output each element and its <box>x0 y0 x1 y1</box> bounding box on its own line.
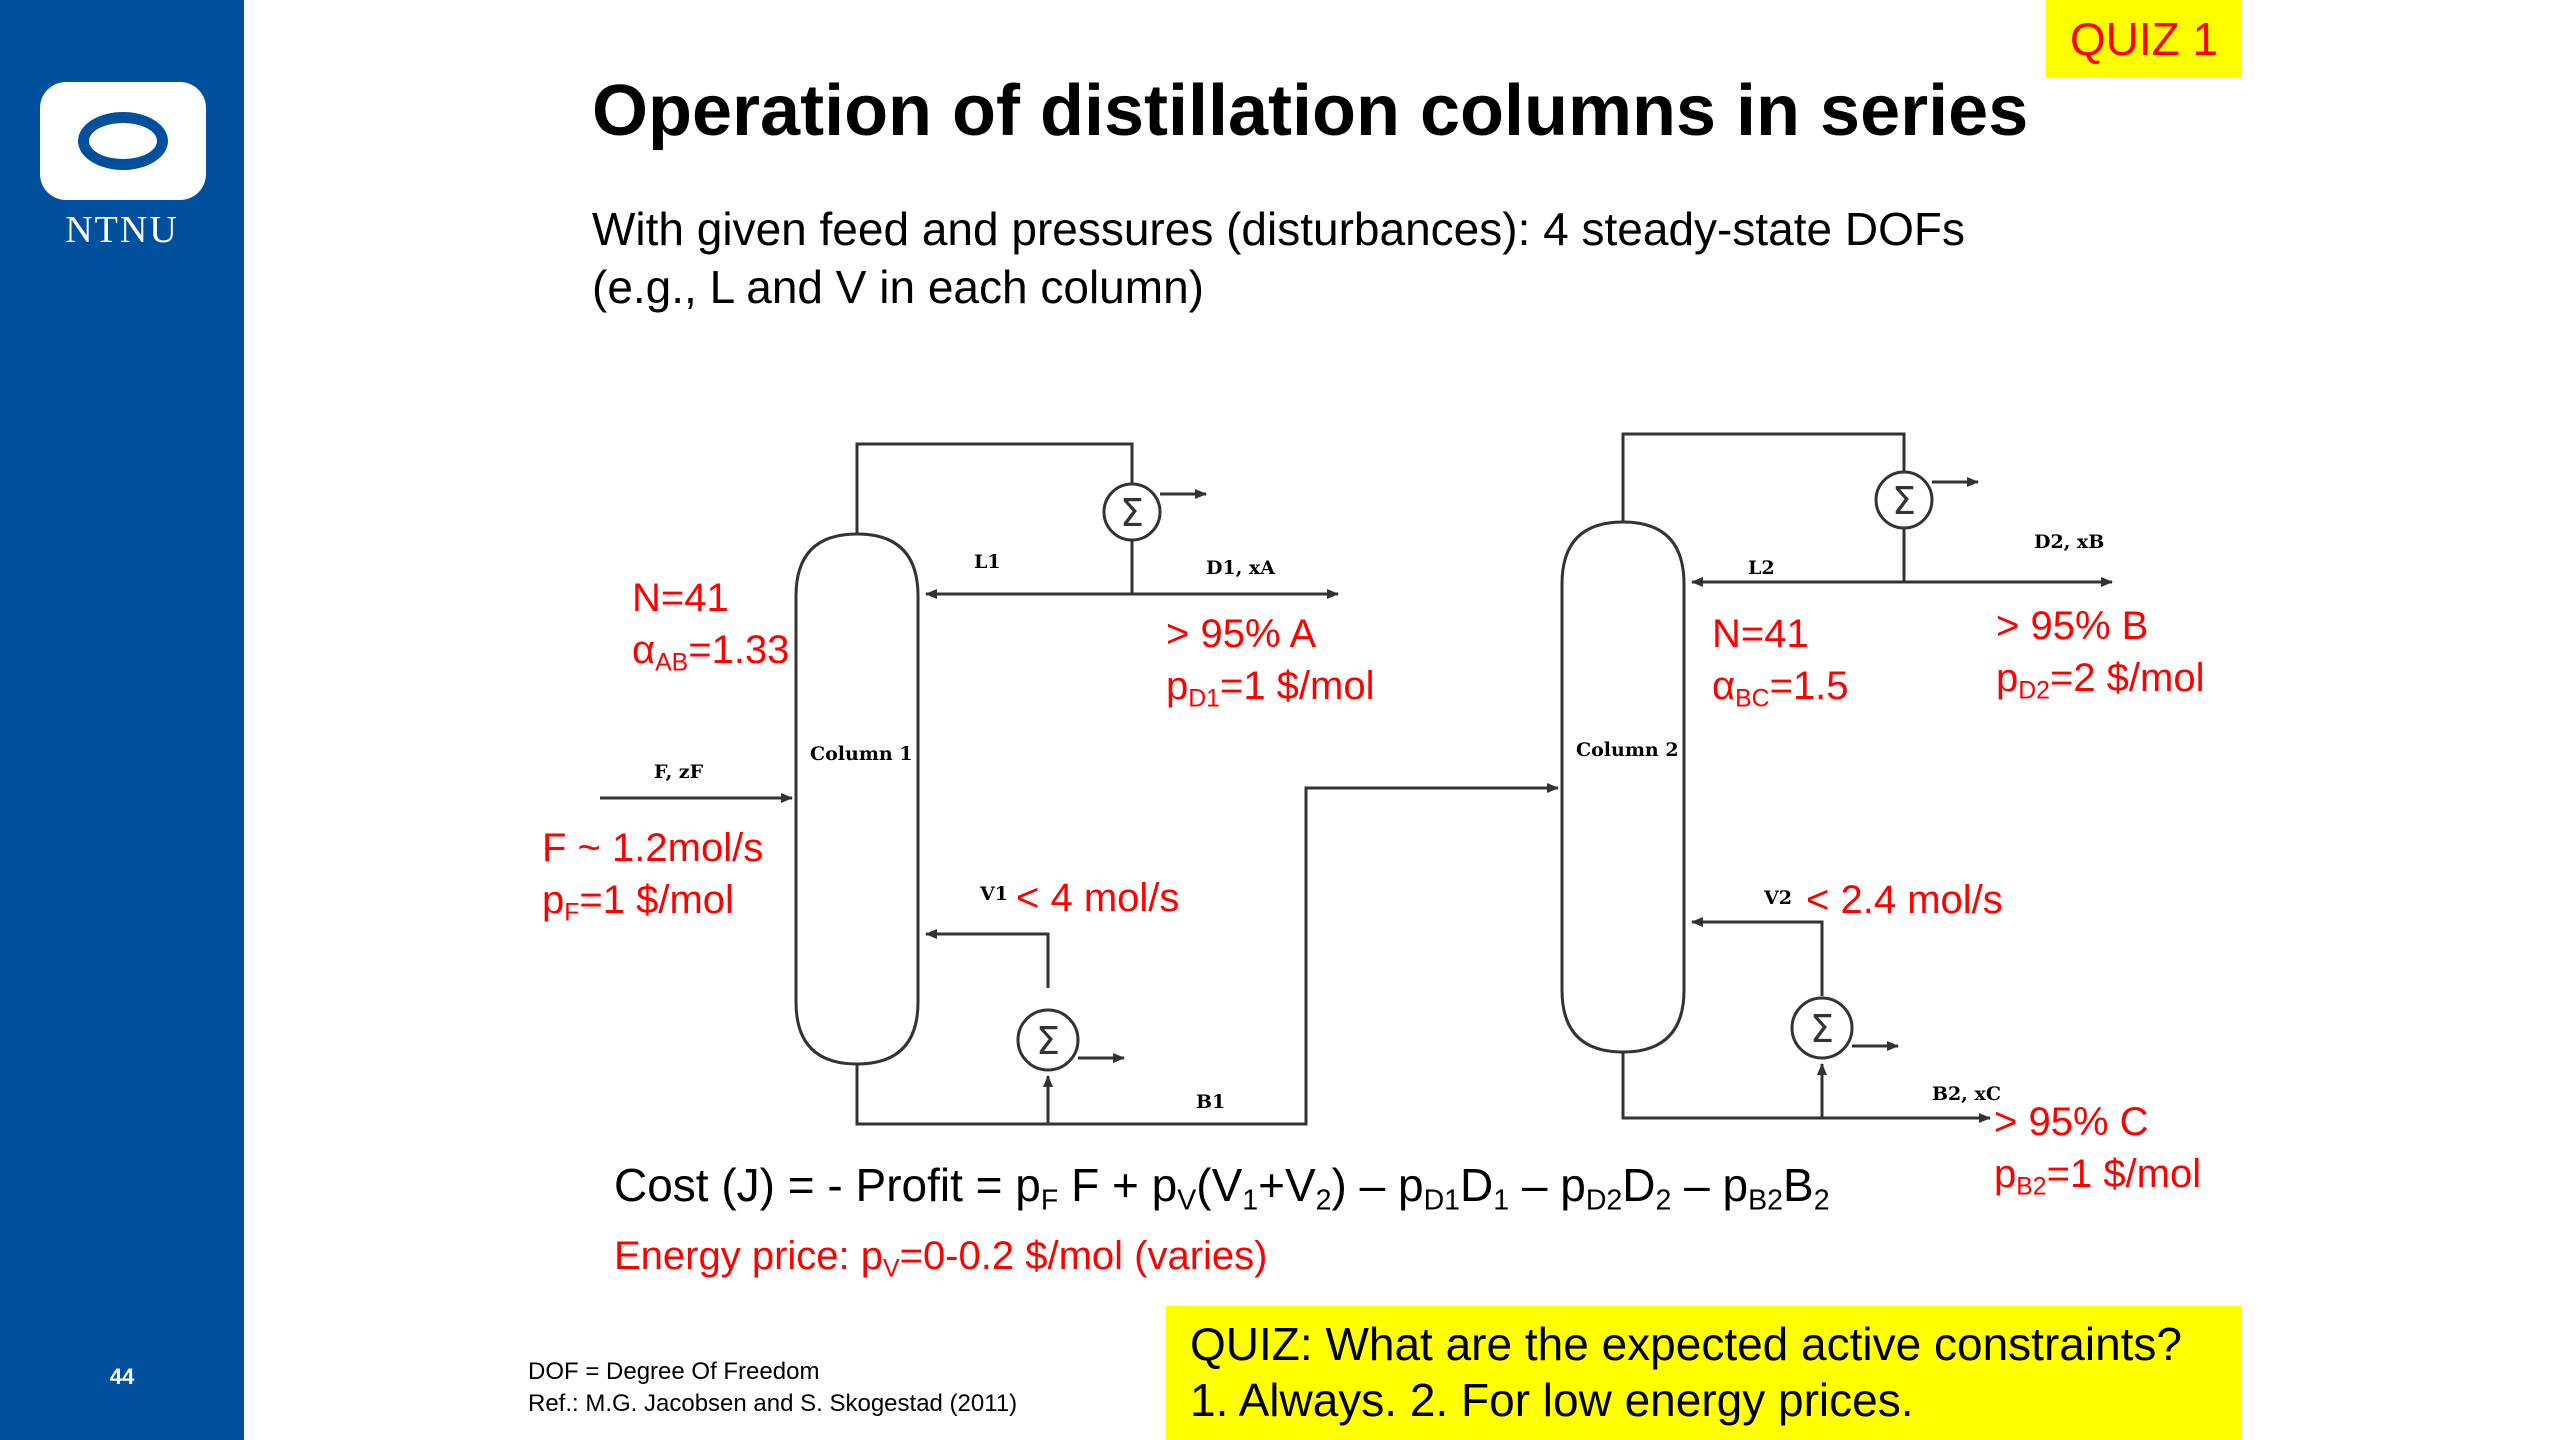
quiz-options: 1. Always. 2. For low energy prices. <box>1190 1374 1914 1426</box>
reboiler-1-sigma: Σ <box>1036 1019 1060 1063</box>
column-2-stages: N=41 <box>1712 612 1809 656</box>
subtitle: With given feed and pressures (disturban… <box>592 200 1965 316</box>
column-2-label: Column 2 <box>1576 739 1679 761</box>
energy-price: Energy price: pV=0-0.2 $/mol (varies) <box>614 1234 1268 1283</box>
subtitle-line-2: (e.g., L and V in each column) <box>592 261 1204 313</box>
d1-price: pD1=1 $/mol <box>1166 664 1375 713</box>
b2-purity: > 95% C <box>1994 1100 2149 1144</box>
b2-price: pB2=1 $/mol <box>1994 1152 2202 1201</box>
v2-limit: < 2.4 mol/s <box>1806 878 2003 922</box>
feed-label: F, zF <box>654 761 704 783</box>
v1-label: V1 <box>979 883 1008 905</box>
d2-label: D2, xB <box>2034 531 2104 553</box>
subtitle-line-1: With given feed and pressures (disturban… <box>592 203 1965 255</box>
reboiler-2-sigma: Σ <box>1810 1007 1834 1051</box>
d1-label: D1, xA <box>1206 557 1275 579</box>
footnote: DOF = Degree Of Freedom Ref.: M.G. Jacob… <box>528 1356 1017 1420</box>
footnote-ref: Ref.: M.G. Jacobsen and S. Skogestad (20… <box>528 1390 1018 1417</box>
column-1-label: Column 1 <box>810 743 913 765</box>
condenser-2-sigma: Σ <box>1892 479 1916 523</box>
b2-specs: > 95% C pB2=1 $/mol <box>1994 1096 2201 1200</box>
reboiler-1-icon <box>1016 1008 1080 1072</box>
d2-price: pD2=2 $/mol <box>1996 656 2205 705</box>
page-title: Operation of distillation columns in ser… <box>592 71 2029 151</box>
condenser-1-sigma: Σ <box>1120 491 1144 535</box>
b2-label: B2, xC <box>1932 1083 2001 1105</box>
feed-price: pF=1 $/mol <box>542 878 734 927</box>
ntnu-logo <box>40 82 206 200</box>
d1-purity: > 95% A <box>1166 612 1317 656</box>
column-1-specs: N=41 αAB=1.33 <box>632 572 789 676</box>
v1-limit: < 4 mol/s <box>1016 876 1180 920</box>
column-2-specs: N=41 αBC=1.5 <box>1712 608 1849 712</box>
feed-flow: F ~ 1.2mol/s <box>542 826 764 870</box>
column-2-vessel <box>1560 520 1686 1054</box>
quiz-question: QUIZ: What are the expected active const… <box>1190 1318 2183 1370</box>
quiz-question-box: QUIZ: What are the expected active const… <box>1166 1306 2242 1440</box>
column-1-stages: N=41 <box>632 576 729 620</box>
l1-label: L1 <box>974 551 1001 573</box>
feed-specs: F ~ 1.2mol/s pF=1 $/mol <box>542 822 763 926</box>
cost-equation: Cost (J) = - Profit = pF F + pV(V1+V2) –… <box>614 1159 1830 1217</box>
column-1-alpha: αAB=1.33 <box>632 628 790 677</box>
page-number: 44 <box>109 1364 135 1389</box>
reboiler-2-icon <box>1790 996 1854 1060</box>
sidebar: NTNU 44 <box>0 0 244 1440</box>
b1-label: B1 <box>1196 1091 1225 1113</box>
d2-purity: > 95% B <box>1996 604 2149 648</box>
column-2-alpha: αBC=1.5 <box>1712 664 1849 713</box>
d1-specs: > 95% A pD1=1 $/mol <box>1166 608 1374 712</box>
logo-ring-icon <box>78 112 168 170</box>
column-1-vessel <box>794 532 920 1066</box>
d2-specs: > 95% B pD2=2 $/mol <box>1996 600 2204 704</box>
logo-text: NTNU <box>65 209 179 251</box>
v2-label: V2 <box>1763 887 1792 909</box>
l2-label: L2 <box>1748 557 1775 579</box>
quiz-tag: QUIZ 1 <box>2046 0 2242 78</box>
footnote-dof: DOF = Degree Of Freedom <box>528 1358 820 1385</box>
